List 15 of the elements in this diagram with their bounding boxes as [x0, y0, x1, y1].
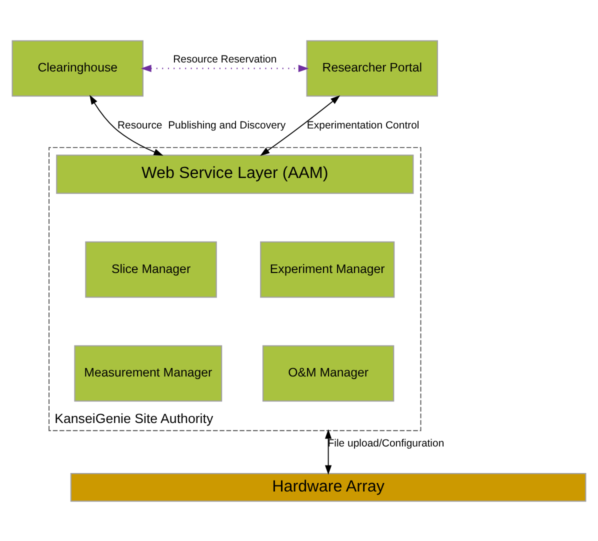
- arrow: [140, 64, 309, 72]
- node-box: Experiment Manager: [260, 240, 395, 298]
- node-box: O&M Manager: [262, 344, 394, 402]
- node-box: Measurement Manager: [74, 344, 222, 402]
- node-box: Web Service Layer (AAM): [56, 154, 414, 194]
- arrow: [260, 94, 340, 156]
- arrow: [90, 94, 164, 156]
- edge-label: Experimentation Control: [306, 120, 420, 131]
- arrow: [324, 428, 332, 474]
- edge-label: Resource Reservation: [173, 54, 277, 66]
- node-box: Slice Manager: [85, 240, 217, 298]
- node-box: Hardware Array: [70, 472, 586, 502]
- node-box: Clearinghouse: [12, 40, 144, 96]
- edge-label: Resource Publishing and Discovery: [117, 120, 286, 131]
- node-box: Researcher Portal: [306, 40, 438, 96]
